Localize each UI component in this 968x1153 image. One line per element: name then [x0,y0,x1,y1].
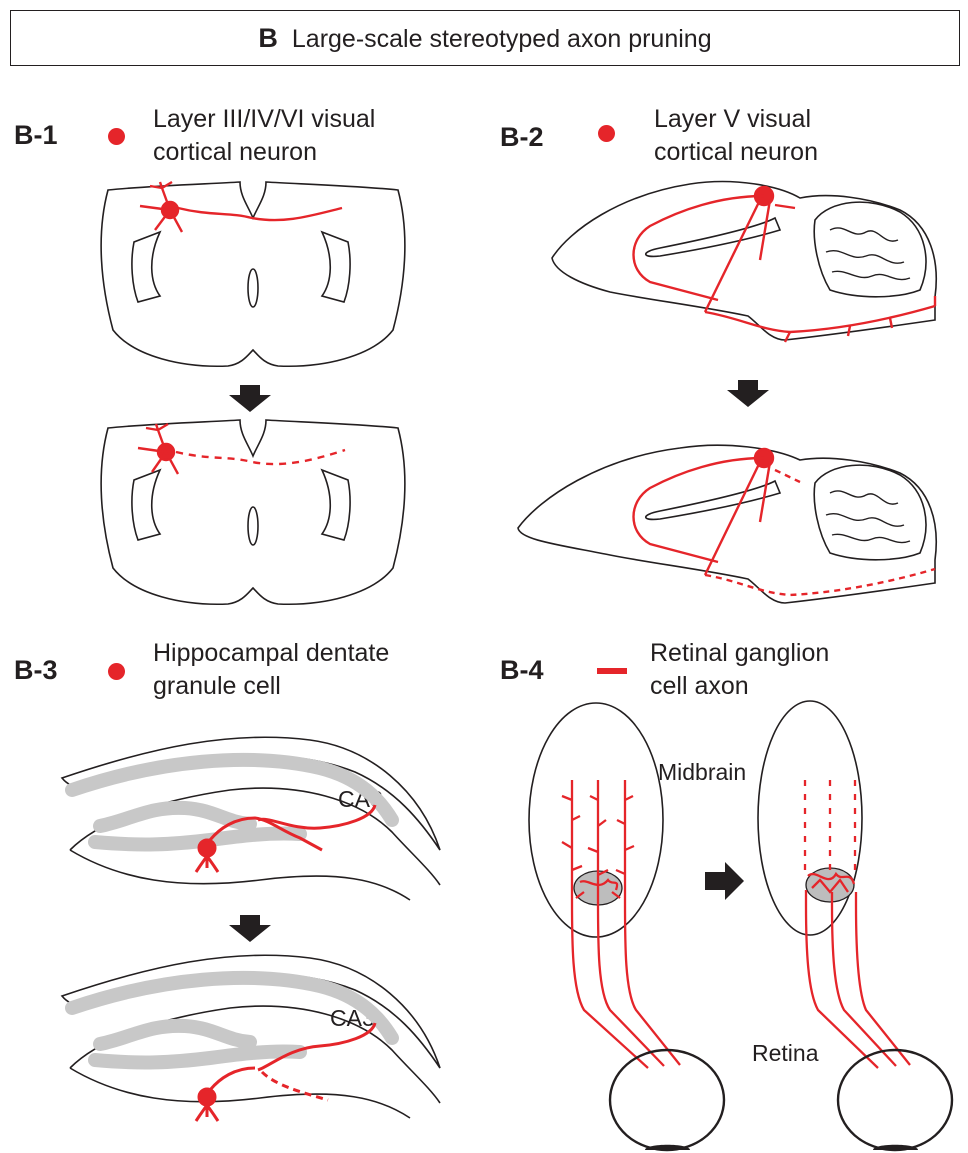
b3-hippocampus-after [62,955,440,1121]
retina-outline [610,1050,724,1150]
b2-sagittal-section-before [552,182,936,342]
down-arrow-icon [229,385,271,412]
down-arrow-icon [229,915,271,942]
b1-coronal-section-after [101,420,405,604]
b4-after [758,701,952,1150]
b1-coronal-section-before [101,182,405,366]
right-arrow-icon [705,862,744,900]
optic-nerve-head [873,1145,918,1150]
b4-rgc-axons-pruned [805,780,910,1068]
b4-before [529,703,724,1150]
midbrain-outline [758,701,862,935]
b2-sagittal-section-after [518,445,936,603]
b3-hippocampus-before [62,737,440,900]
optic-nerve-head [645,1145,690,1150]
down-arrow-icon [727,380,769,407]
b2-neuron [634,187,936,342]
